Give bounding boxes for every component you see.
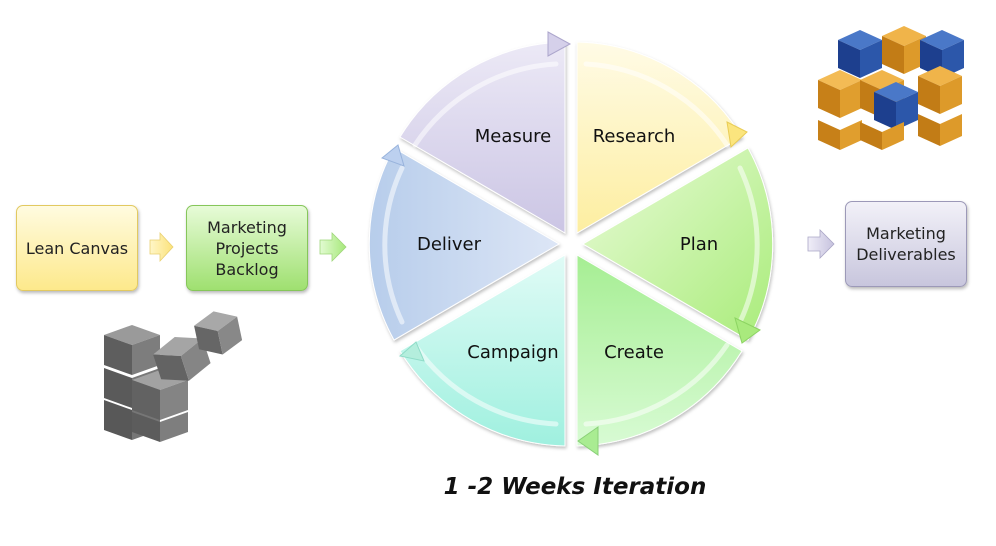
- deliverables-label: Marketing Deliverables: [856, 224, 956, 264]
- cycle-arrowheads: [380, 31, 761, 456]
- research-arc: [583, 61, 730, 148]
- cycle-wheel: [368, 41, 774, 447]
- label-create: Create: [604, 342, 664, 363]
- label-research: Research: [593, 126, 676, 147]
- create-arc: [583, 342, 730, 427]
- lean-canvas-label: Lean Canvas: [25, 238, 129, 258]
- arrowhead-research: [726, 121, 748, 149]
- deliver-arc: [382, 165, 405, 325]
- backlog-box: Marketing Projects Backlog: [186, 205, 308, 291]
- arrowhead-measure: [547, 31, 572, 57]
- arrow-cycle-to-deliverables: [807, 229, 835, 259]
- arrowhead-campaign: [398, 341, 425, 362]
- iteration-caption: 1 -2 Weeks Iteration: [443, 474, 707, 500]
- backlog-label: Marketing Projects Backlog: [207, 217, 287, 279]
- campaign-arc: [412, 342, 559, 427]
- segment-campaign: [399, 254, 566, 447]
- segment-research: [576, 41, 743, 234]
- lean-canvas-box: Lean Canvas: [16, 205, 138, 291]
- blue-orange-cubes-icon: [818, 26, 964, 150]
- grey-cubes-icon: [104, 311, 243, 442]
- arrow-backlog-to-cycle: [319, 232, 347, 262]
- segment-deliver: [368, 147, 560, 341]
- plan-arc: [737, 165, 760, 325]
- arrowhead-deliver: [380, 144, 405, 167]
- arrowhead-create: [577, 426, 599, 456]
- segment-plan: [582, 147, 774, 341]
- label-campaign: Campaign: [467, 342, 558, 363]
- arrowhead-plan: [734, 317, 761, 344]
- label-plan: Plan: [680, 234, 718, 255]
- label-deliver: Deliver: [417, 234, 482, 255]
- arrow-lean-to-backlog: [149, 231, 174, 263]
- measure-arc: [412, 61, 559, 148]
- deliverables-box: Marketing Deliverables: [845, 201, 967, 287]
- label-measure: Measure: [475, 126, 552, 147]
